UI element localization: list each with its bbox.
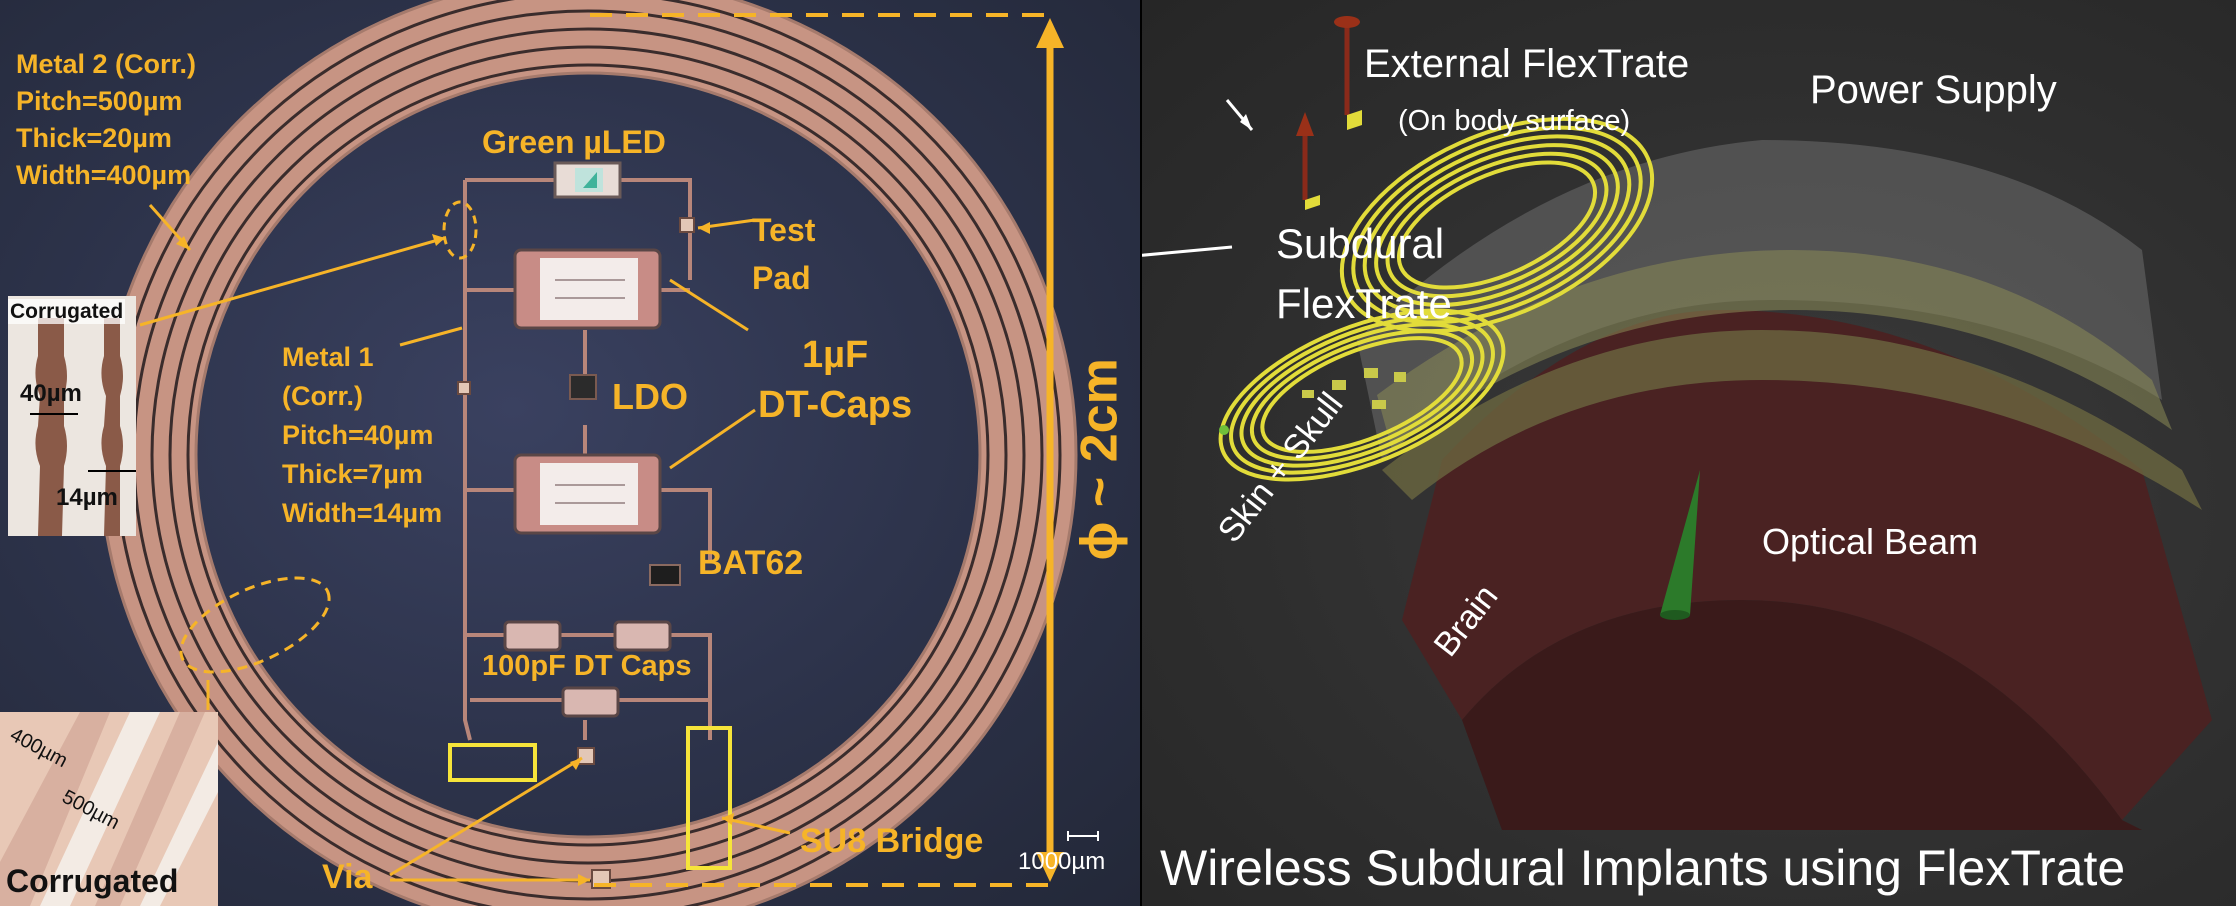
copper-coil	[99, 0, 1077, 906]
metal2-line-3: Thick=20µm	[16, 123, 172, 153]
subdural-line-1: Subdural	[1276, 220, 1445, 267]
metal1-line-3: Pitch=40µm	[282, 420, 434, 450]
su8-bridge-label: SU8 Bridge	[800, 822, 984, 860]
optical-beam	[1660, 470, 1700, 615]
green-uled-chip	[553, 161, 622, 199]
diameter-label: ϕ ~ 2cm	[1070, 358, 1129, 561]
scale-bar	[1067, 831, 1099, 841]
su8-bridge-box	[686, 726, 732, 870]
schematic-panel: External FlexTrate (On body surface) Pow…	[1142, 0, 2236, 906]
inset-corrugated-metal2: 400µm 500µm Corrugated	[0, 712, 218, 906]
dt-caps-line-1: 1µF	[801, 334, 869, 376]
metal1-line-5: Width=14µm	[282, 498, 443, 528]
optical-beam-label: Optical Beam	[1762, 521, 1979, 562]
inset-top-title: Corrugated	[8, 299, 126, 325]
external-flextrate-sub: (On body surface)	[1398, 105, 1631, 137]
test-pad-label: Test Pad	[752, 206, 815, 302]
power-supply-label: Power Supply	[1810, 68, 2057, 112]
test-pad	[679, 217, 695, 233]
metal1-line-4: Thick=7µm	[282, 459, 423, 489]
metal1-line-1: Metal 1	[282, 342, 374, 372]
schematic-drawing	[1142, 16, 2212, 830]
scale-bar-label: 1000µm	[1018, 848, 1106, 875]
skin-skull-layer	[1382, 330, 2202, 510]
metal2-traces-closeup	[0, 712, 218, 906]
brain-layer	[1402, 310, 2212, 820]
ldo-label: LDO	[612, 376, 688, 417]
bat62-label: BAT62	[698, 544, 804, 582]
inset-top-dim1: 40µm	[20, 380, 82, 407]
diameter-dash-box	[590, 13, 1052, 887]
power-supply-wires	[1296, 16, 1362, 210]
dt-cap-bottom	[513, 453, 662, 535]
metal2-line-4: Width=400µm	[16, 160, 192, 190]
implant-photo-drawing	[98, 0, 1099, 906]
green-uled-label: Green µLED	[482, 124, 666, 160]
via-small	[457, 381, 471, 395]
pf-caps-label: 100pF DT Caps	[482, 650, 692, 682]
metal1-crossing-box	[448, 743, 537, 782]
implant-photo-panel: Corrugated 40µm 14µm 400µm 500µm Corruga…	[0, 0, 1140, 906]
inset-bottom-title: Corrugated	[6, 863, 179, 899]
external-coil	[1339, 116, 1655, 334]
external-flextrate-title: External FlexTrate	[1364, 42, 1690, 86]
inset-top-dim2: 14µm	[56, 484, 118, 511]
metal2-highlight	[179, 576, 331, 674]
test-pad-line-1: Test	[752, 212, 816, 248]
via-label: Via	[322, 858, 373, 896]
via-pad	[577, 747, 595, 765]
dt-caps-line-2: DT-Caps	[758, 384, 913, 426]
metal1-traces-closeup	[30, 318, 136, 536]
dt-caps-label: 1µF DT-Caps	[758, 330, 912, 430]
metal2-label: Metal 2 (Corr.) Pitch=500µm Thick=20µm W…	[16, 46, 196, 194]
subdural-label: Subdural FlexTrate	[1276, 214, 1452, 334]
inset-corrugated-metal1: Corrugated 40µm 14µm	[8, 296, 136, 536]
dt-cap-top	[513, 248, 662, 330]
implant-circuit	[1219, 368, 1406, 435]
metal2-line-2: Pitch=500µm	[16, 86, 183, 116]
ldo-chip	[569, 374, 597, 400]
test-pad-line-2: Pad	[752, 260, 811, 296]
metal1-line-2: (Corr.)	[282, 381, 363, 411]
bat62-diode	[649, 564, 681, 586]
metal2-line-1: Metal 2 (Corr.)	[16, 49, 197, 79]
subdural-line-2: FlexTrate	[1276, 280, 1452, 327]
metal1-highlight	[442, 200, 478, 260]
pf-caps	[503, 620, 672, 718]
metal1-label: Metal 1 (Corr.) Pitch=40µm Thick=7µm Wid…	[282, 338, 442, 533]
subdural-coil	[1218, 308, 1506, 482]
figure-caption: Wireless Subdural Implants using FlexTra…	[1160, 840, 2126, 896]
